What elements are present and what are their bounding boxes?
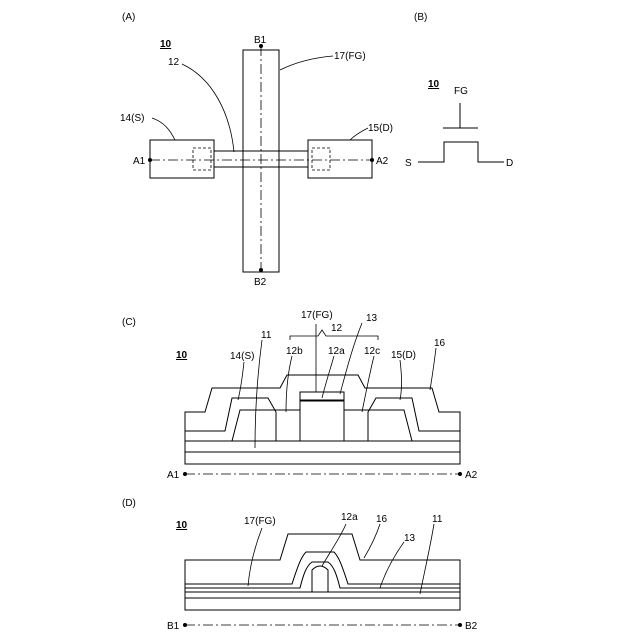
substrate [185,452,460,464]
c-label-12: 12 [331,323,343,334]
d-label-11: 11 [432,514,443,525]
label-14s: 14(S) [120,113,144,124]
b2-label: B2 [254,277,267,288]
drain-region [368,398,460,441]
drain-pad [308,140,372,178]
leader-c-12c [362,356,374,412]
panel-a-label: (A) [122,12,135,23]
label-12: 12 [168,57,180,68]
d-label: D [506,158,513,169]
c-a1-label: A1 [167,470,180,481]
leader-14s [152,118,175,140]
d-b1-dot [183,623,187,627]
d-top-layer-16 [185,534,460,592]
channel-12a [300,400,344,441]
c-a2-dot [458,472,462,476]
c-label-12b: 12b [286,346,303,357]
source-region [185,398,276,441]
d-label-16: 16 [376,514,388,525]
b1-label: B1 [254,35,267,46]
c-label-14s: 14(S) [230,351,254,362]
leader-15d [350,128,368,140]
panel-d-ref: 10 [176,520,188,531]
label-15d: 15(D) [368,123,393,134]
c-label-16: 16 [434,338,446,349]
leader-c-16 [430,348,436,390]
panel-b-ref: 10 [428,79,440,90]
s-label: S [405,158,412,169]
b2-dot [259,268,263,272]
drain-contact [312,148,330,170]
base-layer-11 [185,441,460,452]
d-base-layer-11 [185,592,460,598]
a2-label: A2 [376,156,389,167]
leader-c-13 [340,323,362,394]
d-label-13: 13 [404,533,416,544]
a1-dot [148,158,152,162]
d-label-17fg: 17(FG) [244,516,276,527]
panel-d: (D) 10 17(FG) 12a 16 11 13 B1 B2 [122,498,478,632]
d-label-12a: 12a [341,512,358,523]
c-label-13: 13 [366,313,378,324]
panel-b: (B) 10 FG S D [405,12,513,169]
panel-c-ref: 10 [176,350,188,361]
d-channel-12a [312,566,328,592]
source-pad [150,140,214,178]
d-gate-film-17 [185,552,460,592]
c-a2-label: A2 [465,470,478,481]
leader-c-14s [238,362,244,400]
leader-d-16 [364,524,380,558]
panel-b-label: (B) [414,12,427,23]
c-a1-dot [183,472,187,476]
c-label-12a: 12a [328,346,345,357]
leader-c-12b [286,356,292,412]
semiconductor-12c [344,410,412,441]
panel-a: (A) 10 A1 A2 B1 B2 12 14(S) 15(D) 17(FG) [120,12,393,288]
leader-d-13 [380,542,404,588]
d-b1-label: B1 [167,621,180,632]
panel-d-label: (D) [122,498,136,509]
leader-12 [182,64,234,152]
panel-c-label: (C) [122,317,136,328]
source-contact [193,148,211,170]
label-17fg: 17(FG) [334,51,366,62]
leader-c-15d [400,360,402,400]
a1-label: A1 [133,156,146,167]
d-b2-label: B2 [465,621,478,632]
channel-symbol [418,142,504,162]
a2-dot [370,158,374,162]
leader-17fg [280,56,333,70]
panel-a-ref: 10 [160,39,172,50]
d-substrate [185,598,460,610]
c-label-12c: 12c [364,346,380,357]
c-label-11: 11 [261,330,272,341]
leader-c-11 [255,340,262,448]
c-label-17fg: 17(FG) [301,310,333,321]
leader-d-12a [322,524,346,566]
c-label-15d: 15(D) [391,350,416,361]
fg-label: FG [454,86,468,97]
leader-d-17fg [248,528,262,586]
panel-c: (C) 10 17(FG) 12 13 11 12b [122,310,478,481]
d-b2-dot [458,623,462,627]
semiconductor-12b [232,410,300,441]
